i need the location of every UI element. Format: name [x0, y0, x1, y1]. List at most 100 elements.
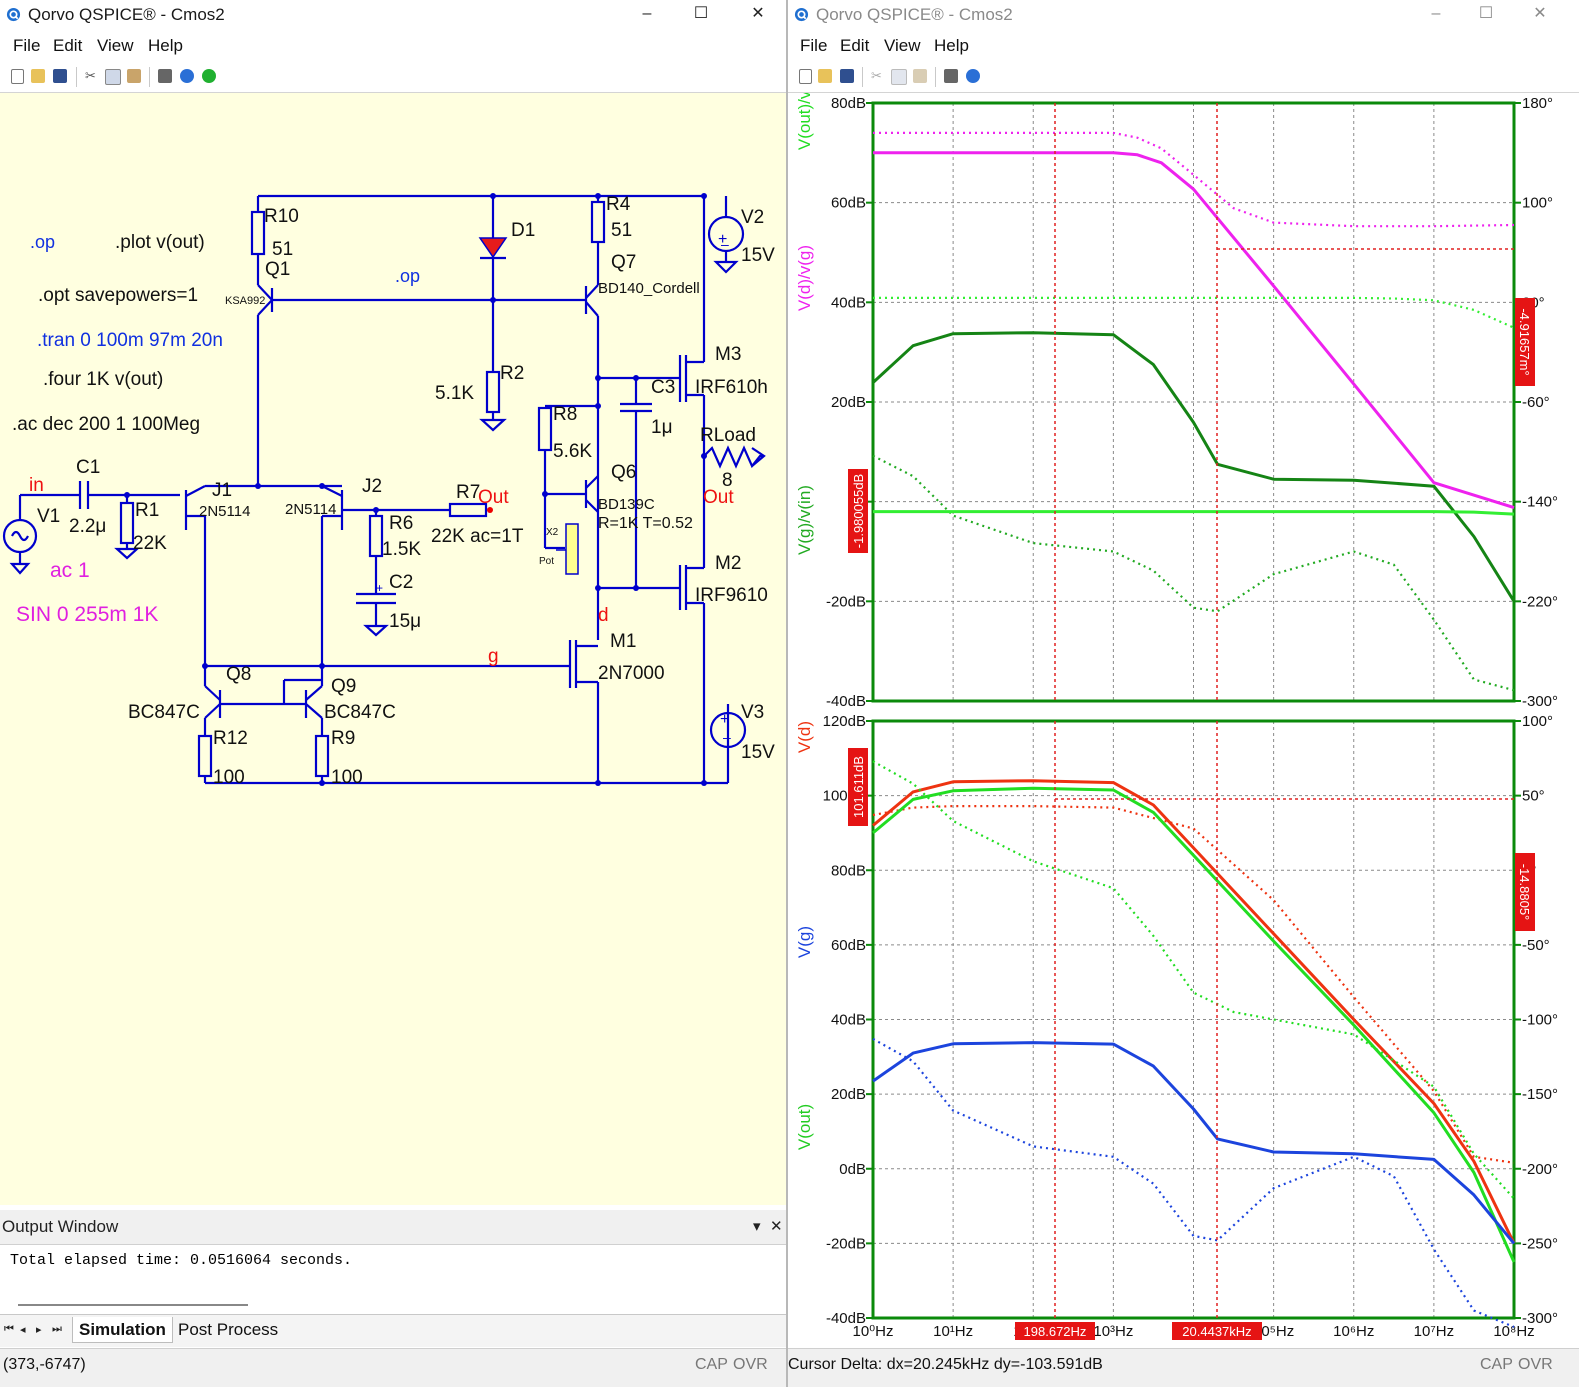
close-button[interactable]: ✕ — [1533, 5, 1547, 22]
tab-prev-button[interactable]: ◂ — [20, 1324, 26, 1336]
save-icon[interactable] — [53, 69, 67, 83]
cut-icon[interactable]: ✂ — [85, 68, 96, 83]
paste-icon[interactable] — [127, 69, 141, 83]
save-icon[interactable] — [840, 69, 854, 83]
q1-ref[interactable]: Q1 — [265, 259, 291, 280]
v2-ref[interactable]: V2 — [741, 207, 765, 228]
v1-ref[interactable]: V1 — [37, 506, 61, 527]
schematic-canvas[interactable]: + – + – + .op .plot v(out) .opt savepowe… — [0, 93, 786, 1205]
pot-label[interactable]: Pot — [539, 556, 555, 567]
pot-params[interactable]: R=1K T=0.52 — [598, 515, 693, 532]
m1-model[interactable]: 2N7000 — [598, 663, 665, 684]
menu-file[interactable]: File — [13, 36, 41, 55]
help-icon[interactable] — [966, 69, 980, 83]
q8-ref[interactable]: Q8 — [226, 664, 252, 685]
r9-ref[interactable]: R9 — [331, 728, 356, 749]
maximize-button[interactable]: ☐ — [693, 5, 709, 22]
q8-model[interactable]: BC847C — [128, 702, 200, 723]
tab-last-button[interactable]: ⏭ — [52, 1323, 62, 1335]
waveform-plot-area[interactable]: 80dB60dB40dB20dB0-20dB-40dB180°100°20°-6… — [788, 70, 1579, 1347]
v3-value[interactable]: 15V — [741, 742, 775, 763]
m2-ref[interactable]: M2 — [715, 553, 742, 574]
print-icon[interactable] — [158, 69, 172, 83]
tab-next-button[interactable]: ▸ — [36, 1324, 42, 1336]
r8-ref[interactable]: R8 — [553, 404, 578, 425]
paste-icon[interactable] — [913, 69, 927, 83]
directive-op[interactable]: .op — [30, 232, 56, 252]
r10-value[interactable]: 51 — [272, 239, 294, 260]
c1-ref[interactable]: C1 — [76, 457, 101, 478]
close-button[interactable]: ✕ — [751, 5, 765, 22]
q9-ref[interactable]: Q9 — [331, 676, 357, 697]
m3-ref[interactable]: M3 — [715, 344, 742, 365]
directive-ac[interactable]: .ac dec 200 1 100Meg — [12, 414, 201, 435]
r12-value[interactable]: 100 — [213, 767, 245, 788]
menu-edit[interactable]: Edit — [840, 36, 870, 55]
q7-model[interactable]: BD140_Cordell — [598, 280, 700, 297]
r1-value[interactable]: 22K — [133, 533, 167, 554]
d1-ref[interactable]: D1 — [511, 220, 536, 241]
help-icon[interactable] — [180, 69, 194, 83]
source-ac-param[interactable]: ac 1 — [50, 559, 90, 582]
print-icon[interactable] — [944, 69, 958, 83]
directive-tran[interactable]: .tran 0 100m 97m 20n — [37, 330, 223, 351]
menu-help[interactable]: Help — [148, 36, 183, 55]
j2-ref[interactable]: J2 — [362, 476, 383, 497]
maximize-button[interactable]: ☐ — [1478, 5, 1494, 22]
directive-opt[interactable]: .opt savepowers=1 — [38, 285, 199, 306]
menu-edit[interactable]: Edit — [53, 36, 83, 55]
q1-model[interactable]: KSA992 — [225, 295, 266, 307]
m1-ref[interactable]: M1 — [610, 631, 637, 652]
q9-model[interactable]: BC847C — [324, 702, 396, 723]
output-scrollbar[interactable] — [18, 1304, 248, 1306]
c2-value[interactable]: 15μ — [389, 611, 422, 632]
tab-simulation[interactable]: Simulation — [72, 1317, 173, 1343]
menu-file[interactable]: File — [800, 36, 828, 55]
x2-ref[interactable]: X2 — [546, 527, 559, 538]
q6-model[interactable]: BD139C — [598, 496, 655, 513]
r6-ref[interactable]: R6 — [389, 513, 414, 534]
q6-ref[interactable]: Q6 — [611, 462, 637, 483]
net-label-out-1[interactable]: Out — [478, 487, 509, 508]
output-window-close-button[interactable]: ✕ — [770, 1218, 783, 1235]
r10-ref[interactable]: R10 — [264, 206, 299, 227]
r7-value[interactable]: 22K ac=1T — [431, 526, 524, 547]
rload-ref[interactable]: RLoad — [700, 425, 756, 446]
r4-value[interactable]: 51 — [611, 220, 633, 241]
menu-help[interactable]: Help — [934, 36, 969, 55]
net-label-out-2[interactable]: Out — [703, 487, 734, 508]
net-label-d[interactable]: d — [598, 605, 609, 626]
new-icon[interactable] — [11, 69, 24, 84]
c1-value[interactable]: 2.2μ — [69, 516, 107, 537]
menu-view[interactable]: View — [97, 36, 134, 55]
r12-ref[interactable]: R12 — [213, 728, 248, 749]
r2-ref[interactable]: R2 — [500, 363, 525, 384]
j1-ref[interactable]: J1 — [212, 480, 233, 501]
j1-model[interactable]: 2N5114 — [199, 503, 251, 520]
directive-four[interactable]: .four 1K v(out) — [43, 369, 164, 390]
r1-ref[interactable]: R1 — [135, 500, 160, 521]
copy-icon[interactable] — [105, 69, 121, 85]
q7-ref[interactable]: Q7 — [611, 252, 637, 273]
m2-model[interactable]: IRF9610 — [695, 585, 768, 606]
r2-value[interactable]: 5.1K — [435, 383, 475, 404]
source-sin-param[interactable]: SIN 0 255m 1K — [16, 603, 159, 626]
minimize-button[interactable]: – — [642, 5, 652, 22]
c3-value[interactable]: 1μ — [651, 417, 673, 438]
net-label-g[interactable]: g — [488, 646, 499, 667]
rload-value[interactable]: 8 — [722, 470, 733, 491]
new-icon[interactable] — [799, 69, 812, 84]
cut-icon[interactable]: ✂ — [871, 68, 882, 83]
r6-value[interactable]: 1.5K — [382, 539, 422, 560]
c3-ref[interactable]: C3 — [651, 377, 676, 398]
output-window-menu-button[interactable]: ▾ — [753, 1218, 761, 1235]
tab-first-button[interactable]: ⏮ — [4, 1323, 14, 1335]
copy-icon[interactable] — [891, 69, 907, 85]
v3-ref[interactable]: V3 — [741, 702, 765, 723]
directive-plot[interactable]: .plot v(out) — [115, 232, 205, 253]
run-icon[interactable] — [202, 69, 216, 83]
menu-view[interactable]: View — [884, 36, 921, 55]
net-label-in[interactable]: in — [29, 475, 44, 496]
r4-ref[interactable]: R4 — [606, 194, 631, 215]
m3-model[interactable]: IRF610h — [695, 377, 768, 398]
